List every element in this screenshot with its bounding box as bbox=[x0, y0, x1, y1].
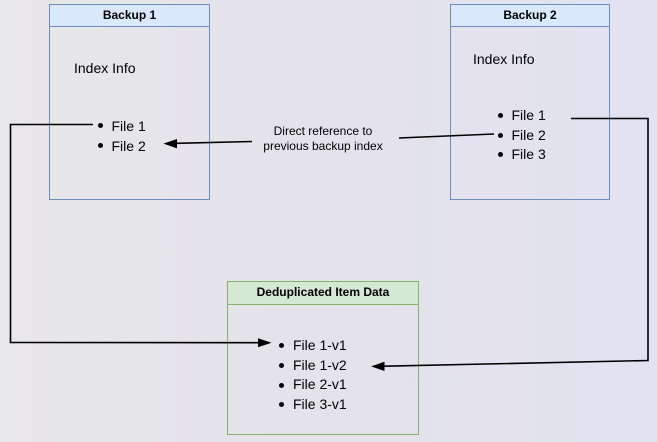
backup1-header: Backup 1 bbox=[50, 5, 209, 27]
list-item: File 1-v1 bbox=[279, 336, 347, 356]
file-label: File 1 bbox=[511, 107, 546, 123]
bullet-icon bbox=[497, 152, 503, 158]
dedup-file-list: File 1-v1 File 1-v2 File 2-v1 File 3-v1 bbox=[279, 336, 347, 415]
list-item: File 1-v2 bbox=[279, 356, 347, 376]
list-item: File 2 bbox=[97, 136, 146, 156]
bullet-icon bbox=[497, 132, 503, 138]
list-item: File 3-v1 bbox=[279, 395, 347, 415]
list-item: File 1 bbox=[497, 106, 546, 126]
bullet-icon bbox=[279, 402, 284, 408]
file-label: File 2 bbox=[111, 137, 146, 154]
backup2-index-info-label: Index Info bbox=[473, 51, 535, 67]
edge-label-line2: previous backup index bbox=[263, 139, 383, 153]
list-item: File 3 bbox=[497, 145, 546, 165]
list-item: File 1 bbox=[97, 116, 146, 136]
dedup-box: Deduplicated Item Data bbox=[227, 281, 419, 435]
bullet-icon bbox=[279, 343, 284, 349]
file-label: File 1-v1 bbox=[293, 337, 347, 353]
backup2-file-list: File 1 File 2 File 3 bbox=[497, 106, 546, 165]
file-label: File 2-v1 bbox=[293, 376, 347, 393]
file-label: File 3 bbox=[511, 146, 546, 162]
backup1-index-info-label: Index Info bbox=[74, 60, 136, 76]
dedup-title: Deduplicated Item Data bbox=[256, 285, 390, 299]
backup1-box: Backup 1 bbox=[49, 4, 210, 200]
backup1-title: Backup 1 bbox=[102, 8, 157, 22]
bullet-icon bbox=[97, 123, 103, 128]
bullet-icon bbox=[97, 143, 103, 148]
file-label: File 1 bbox=[111, 117, 146, 134]
bullet-icon bbox=[279, 382, 284, 388]
file-label: File 3-v1 bbox=[293, 396, 347, 413]
list-item: File 2-v1 bbox=[279, 375, 347, 395]
list-item: File 2 bbox=[497, 126, 546, 146]
file-label: File 1-v2 bbox=[293, 356, 347, 373]
file-label: File 2 bbox=[511, 126, 546, 143]
backup1-file-list: File 1 File 2 bbox=[97, 116, 146, 156]
bullet-icon bbox=[497, 113, 503, 119]
edge-label-line1: Direct reference to bbox=[273, 124, 373, 138]
bullet-icon bbox=[279, 363, 284, 369]
backup2-title: Backup 2 bbox=[503, 8, 557, 22]
edge-label: Direct reference to previous backup inde… bbox=[233, 124, 413, 154]
backup2-header: Backup 2 bbox=[451, 5, 609, 27]
backup2-box: Backup 2 bbox=[450, 4, 610, 200]
dedup-header: Deduplicated Item Data bbox=[228, 282, 418, 305]
